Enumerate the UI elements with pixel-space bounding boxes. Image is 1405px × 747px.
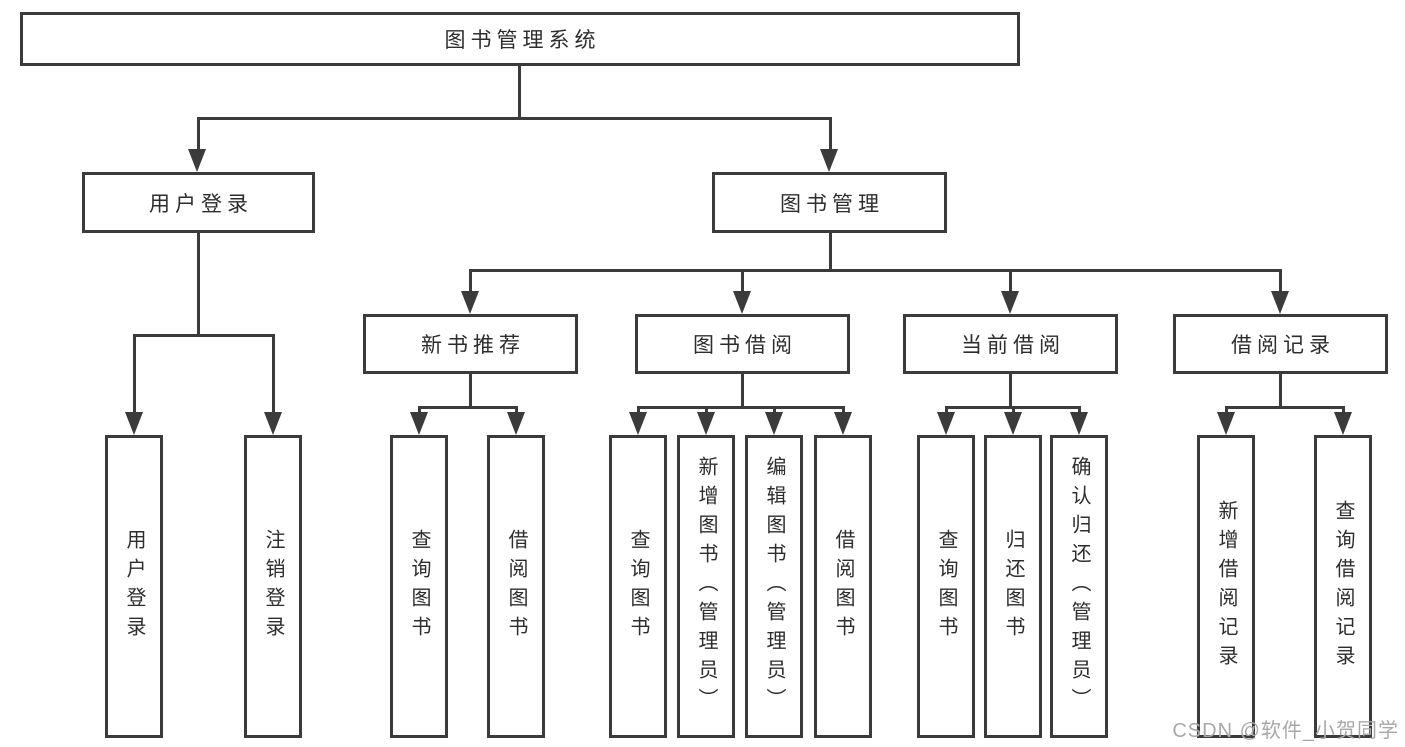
arrowhead-icon [264,412,282,435]
node-book-management: 图书管理 [712,172,947,233]
connector-root-stem [518,66,521,118]
node-user-login: 用户登录 [82,172,315,233]
connector-drop [418,406,421,416]
leaf-label: 新增图书（管理员） [695,456,717,717]
arrowhead-icon [629,412,647,435]
leaf-borrow-add-books-admin: 新增图书（管理员） [677,435,735,738]
connector-drop [842,406,845,416]
connector-drop [1225,406,1228,416]
leaf-label: 编辑图书（管理员） [763,456,785,717]
leaf-label: 注销登录 [262,528,284,645]
leaf-label: 归还图书 [1002,528,1024,645]
arrowhead-icon [1217,412,1235,435]
arrowhead-icon [1001,291,1019,314]
leaf-borrow-query-books: 查询图书 [609,435,667,738]
connector-book-mgmt-drop [829,117,832,153]
arrowhead-icon [125,412,143,435]
leaf-records-add-record: 新增借阅记录 [1197,435,1255,738]
leaf-borrow-edit-books-admin: 编辑图书（管理员） [745,435,803,738]
leaf-logout: 注销登录 [244,435,302,738]
connector-drop [773,406,776,416]
leaf-label: 借阅图书 [832,528,854,645]
connector-book-mgmt-stem [829,233,832,270]
connector-records-stem [1279,374,1282,408]
connector-recommend-rail [419,406,517,409]
connector-level3-rail [470,269,1281,272]
leaf-label: 用户登录 [123,528,145,645]
connector-drop [1012,406,1015,416]
connector-drop [1009,269,1012,295]
arrowhead-icon [461,291,479,314]
leaf-label: 确认归还（管理员） [1068,456,1090,717]
arrowhead-user-login-icon [188,149,206,172]
arrowhead-icon [697,412,715,435]
connector-drop [637,406,640,416]
connector-user-login-rail [133,334,274,337]
connector-user-login-drop [197,117,200,153]
arrowhead-icon [937,412,955,435]
leaf-label: 查询借阅记录 [1332,499,1354,674]
connector-drop [272,334,275,414]
node-new-book-recommend: 新书推荐 [363,314,578,374]
leaf-recommend-borrow-books: 借阅图书 [487,435,545,738]
connector-drop [741,269,744,295]
connector-drop [469,269,472,295]
leaf-records-query-record: 查询借阅记录 [1314,435,1372,738]
node-book-borrow: 图书借阅 [635,314,850,374]
leaf-recommend-query-books: 查询图书 [390,435,448,738]
arrowhead-icon [834,412,852,435]
connector-borrow-rail [638,406,844,409]
arrowhead-icon [1070,412,1088,435]
arrowhead-book-mgmt-icon [820,149,838,172]
leaf-borrow-borrow-books: 借阅图书 [814,435,872,738]
arrowhead-icon [410,412,428,435]
connector-drop [133,334,136,414]
connector-drop [945,406,948,416]
connector-records-rail [1226,406,1344,409]
connector-level2-rail [197,117,831,120]
connector-drop [1078,406,1081,416]
leaf-label: 新增借阅记录 [1215,499,1237,674]
arrowhead-icon [733,291,751,314]
arrowhead-icon [1271,291,1289,314]
leaf-current-return-books: 归还图书 [984,435,1042,738]
connector-recommend-stem [469,374,472,408]
leaf-current-confirm-return-admin: 确认归还（管理员） [1050,435,1108,738]
leaf-label: 查询图书 [627,528,649,645]
connector-drop [1279,269,1282,295]
arrowhead-icon [507,412,525,435]
leaf-label: 查询图书 [408,528,430,645]
connector-borrow-stem [741,374,744,408]
node-root: 图书管理系统 [20,12,1020,66]
arrowhead-icon [765,412,783,435]
arrowhead-icon [1334,412,1352,435]
arrowhead-icon [1004,412,1022,435]
connector-user-login-stem [197,233,200,336]
leaf-current-query-books: 查询图书 [917,435,975,738]
leaf-user-login: 用户登录 [105,435,163,738]
leaf-label: 借阅图书 [505,528,527,645]
node-current-borrow: 当前借阅 [903,314,1118,374]
connector-drop [515,406,518,416]
node-borrow-records: 借阅记录 [1173,314,1388,374]
leaf-label: 查询图书 [935,528,957,645]
connector-drop [705,406,708,416]
watermark: CSDN @软件_小贺同学 [1172,720,1399,742]
connector-drop [1342,406,1345,416]
connector-current-stem [1009,374,1012,408]
